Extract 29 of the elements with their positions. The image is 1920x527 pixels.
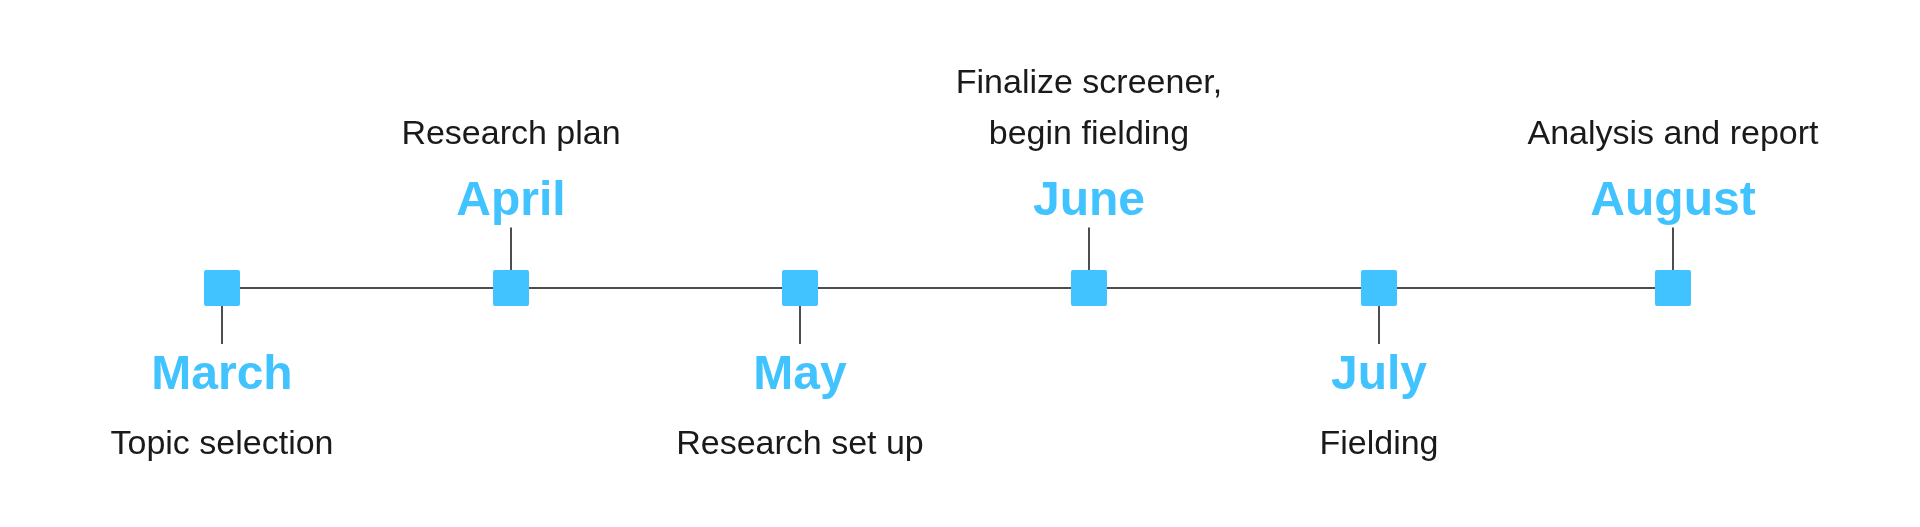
milestone-description: Topic selection [110, 422, 334, 463]
leader-line [799, 305, 801, 345]
timeline-line [528, 287, 783, 289]
leader-line [1378, 305, 1380, 345]
milestone-description: Finalize screener, begin fielding [954, 61, 1224, 153]
month-label: March [151, 344, 293, 402]
milestone-marker [204, 270, 240, 306]
month-label: April [456, 170, 566, 228]
milestone-description: Analysis and report [1527, 112, 1819, 153]
milestone-marker [493, 270, 529, 306]
milestone-description: Research plan [401, 112, 621, 153]
milestone-marker [1361, 270, 1397, 306]
leader-line [1088, 226, 1090, 271]
timeline-line [239, 287, 494, 289]
leader-line [1672, 226, 1674, 271]
milestone-marker [782, 270, 818, 306]
month-label: June [1033, 170, 1145, 228]
milestone-description: Fielding [1319, 422, 1439, 463]
month-label: August [1590, 170, 1756, 228]
timeline-line [817, 287, 1072, 289]
timeline-line [1396, 287, 1656, 289]
leader-line [510, 226, 512, 271]
milestone-marker [1071, 270, 1107, 306]
milestone-description: Research set up [676, 422, 924, 463]
timeline-line [1106, 287, 1362, 289]
leader-line [221, 305, 223, 345]
month-label: May [753, 344, 847, 402]
milestone-marker [1655, 270, 1691, 306]
month-label: July [1331, 344, 1427, 402]
